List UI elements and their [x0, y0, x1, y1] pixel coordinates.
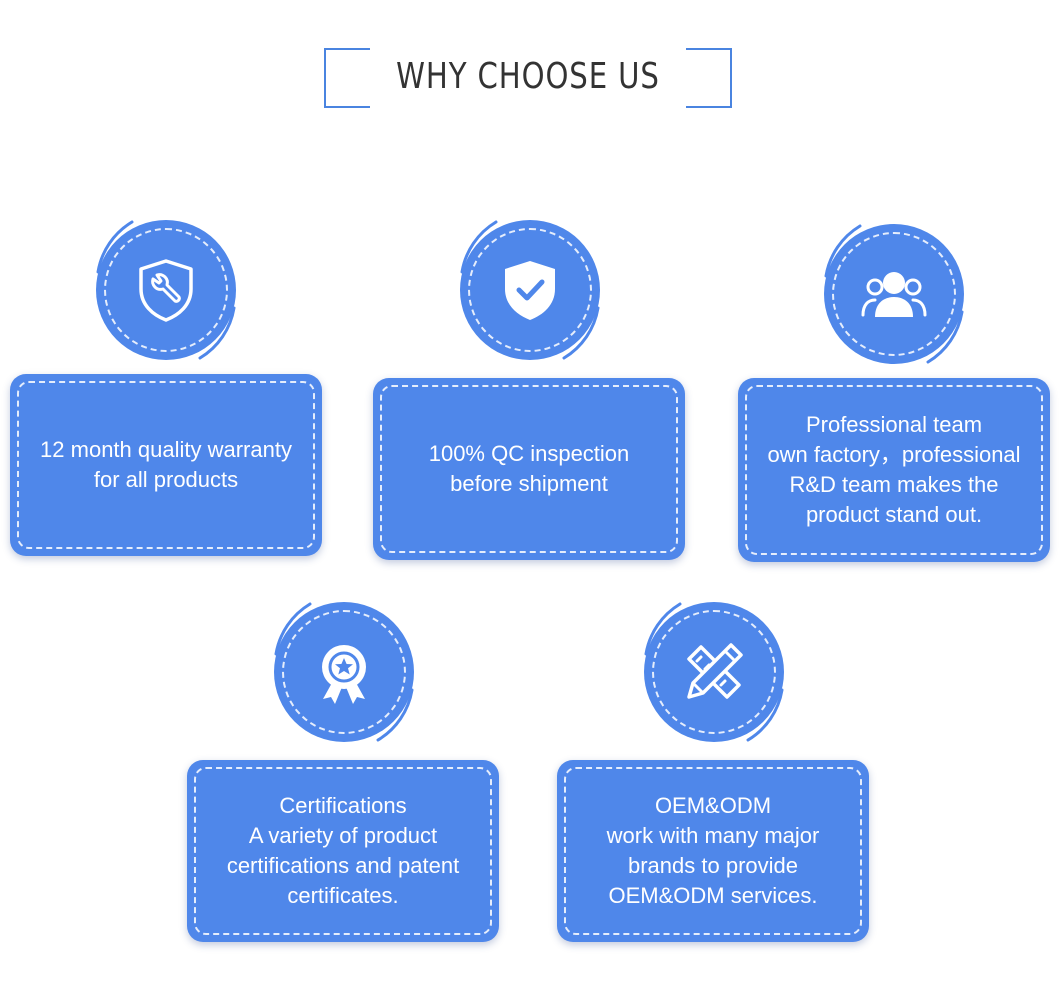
feature-3-line-3: R&D team makes the: [789, 472, 999, 497]
feature-4-line-3: certifications and patent: [226, 853, 460, 878]
feature-card-warranty: 12 month quality warranty for all produc…: [10, 374, 322, 556]
pencil-ruler-icon: [687, 643, 743, 699]
award-icon: [322, 645, 366, 704]
feature-1-icon-badge: [76, 200, 256, 380]
feature-4-line-1: Certifications: [279, 793, 407, 818]
feature-5-icon-badge: [624, 582, 804, 762]
section-title: WHY CHOOSE US: [396, 56, 660, 97]
check-shield-icon: [505, 261, 555, 320]
feature-3-line-1: Professional team: [805, 412, 983, 437]
feature-card-qc: 100% QC inspection before shipment: [373, 378, 685, 560]
title-bracket-right: [686, 48, 732, 108]
feature-4-line-2: A variety of product: [248, 823, 438, 848]
feature-2-line-2: before shipment: [450, 471, 608, 496]
feature-card-oem-odm: OEM&ODM work with many major brands to p…: [557, 760, 869, 942]
feature-1-line-2: for all products: [93, 467, 239, 492]
feature-5-line-1: OEM&ODM: [654, 793, 772, 818]
feature-3-line-4: product stand out.: [805, 502, 983, 527]
title-bracket-left: [324, 48, 370, 108]
feature-1-line-1: 12 month quality warranty: [40, 437, 292, 462]
feature-card-certifications: Certifications A variety of product cert…: [187, 760, 499, 942]
team-icon: [861, 272, 927, 317]
feature-4-line-4: certificates.: [287, 883, 399, 908]
feature-2-line-1: 100% QC inspection: [428, 441, 630, 466]
feature-5-line-2: work with many major: [606, 823, 820, 848]
feature-3-icon-badge: [804, 204, 984, 384]
feature-3-line-2: own factory，professional: [767, 442, 1021, 467]
wrench-shield-icon: [139, 259, 193, 322]
feature-2-icon-badge: [440, 200, 620, 380]
feature-5-line-4: OEM&ODM services.: [608, 883, 818, 908]
feature-card-team: Professional team own factory，profession…: [738, 378, 1050, 562]
feature-4-icon-badge: [254, 582, 434, 762]
section-title-frame: WHY CHOOSE US: [324, 48, 732, 108]
feature-5-line-3: brands to provide: [628, 853, 798, 878]
